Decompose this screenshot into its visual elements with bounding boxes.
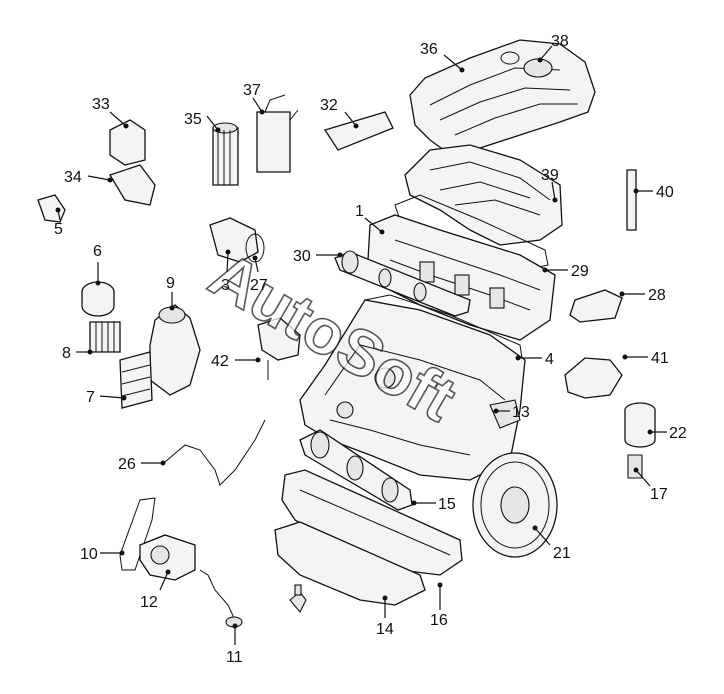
callout-5: 5 <box>54 207 63 238</box>
callout-label: 5 <box>54 221 63 238</box>
callout-38: 38 <box>537 33 569 63</box>
callout-26: 26 <box>118 456 166 473</box>
part-crankshaft <box>299 429 413 511</box>
part-engine-mount <box>109 119 156 206</box>
callout-13: 13 <box>493 404 530 421</box>
callout-12: 12 <box>140 569 171 611</box>
part-fuel-filter <box>212 122 239 186</box>
callout-6: 6 <box>93 243 102 286</box>
part-oil-pan-lower <box>274 521 426 606</box>
callout-30: 30 <box>293 248 343 265</box>
callout-label: 27 <box>250 277 268 294</box>
callout-9: 9 <box>166 275 175 311</box>
callout-label: 10 <box>80 546 98 563</box>
part-pickup-tube <box>199 569 243 628</box>
callout-15: 15 <box>411 496 456 513</box>
part-rocker-bracket <box>569 289 623 323</box>
callout-label: 35 <box>184 111 202 128</box>
callout-label: 30 <box>293 248 311 265</box>
callout-label: 33 <box>92 96 110 113</box>
part-sensor <box>37 194 66 223</box>
callout-label: 3 <box>221 277 230 294</box>
part-cylinder-head <box>367 214 556 341</box>
callout-10: 10 <box>80 546 125 563</box>
callout-label: 13 <box>512 404 530 421</box>
callout-33: 33 <box>92 96 129 129</box>
callout-label: 38 <box>551 33 569 50</box>
part-belt <box>119 497 156 571</box>
part-oil-cooler <box>119 351 153 409</box>
part-oil-filter-housing <box>149 304 201 396</box>
part-camshaft <box>334 250 471 317</box>
part-block-bracket <box>489 399 521 429</box>
part-thermostat-housing <box>257 317 301 380</box>
callout-14: 14 <box>376 595 394 638</box>
callout-4: 4 <box>515 351 554 368</box>
callout-11: 11 <box>226 623 243 666</box>
callout-17: 17 <box>633 467 668 503</box>
callout-label: 32 <box>320 97 338 114</box>
callout-label: 21 <box>553 545 571 562</box>
callout-21: 21 <box>532 525 571 562</box>
callout-41: 41 <box>622 350 669 367</box>
callout-label: 7 <box>86 389 95 406</box>
callout-29: 29 <box>542 263 589 280</box>
callout-label: 1 <box>355 203 364 220</box>
part-oil-pan-upper <box>281 469 463 576</box>
callout-36: 36 <box>420 41 465 73</box>
callout-22: 22 <box>647 425 687 442</box>
callout-label: 8 <box>62 345 71 362</box>
callout-28: 28 <box>619 287 666 304</box>
callout-label: 26 <box>118 456 136 473</box>
part-coolant-pipe <box>164 419 266 486</box>
callout-label: 37 <box>243 82 261 99</box>
callout-label: 41 <box>651 350 669 367</box>
callout-39: 39 <box>541 167 559 203</box>
callout-label: 39 <box>541 167 559 184</box>
callout-8: 8 <box>62 345 93 362</box>
callout-label: 36 <box>420 41 438 58</box>
callout-7: 7 <box>86 389 127 406</box>
part-oil-filter-cartridge <box>624 402 656 448</box>
callout-label: 40 <box>656 184 674 201</box>
part-filter-cap <box>81 281 115 317</box>
callout-label: 6 <box>93 243 102 260</box>
callout-label: 17 <box>650 486 668 503</box>
part-vacuum-pump <box>564 357 623 399</box>
callout-37: 37 <box>243 82 265 115</box>
callout-32: 32 <box>320 97 359 129</box>
part-fuel-rail <box>323 111 394 151</box>
callout-label: 22 <box>669 425 687 442</box>
part-engine-block <box>299 299 526 481</box>
callout-label: 34 <box>64 169 82 186</box>
callout-16: 16 <box>430 582 448 629</box>
callout-42: 42 <box>211 353 261 370</box>
part-valve-cover <box>404 144 563 246</box>
part-engine-cover <box>409 39 596 159</box>
callout-1: 1 <box>355 203 385 235</box>
callout-label: 9 <box>166 275 175 292</box>
callout-label: 4 <box>545 351 554 368</box>
callout-35: 35 <box>184 111 221 133</box>
callout-34: 34 <box>64 169 113 186</box>
part-glow-plug <box>626 169 637 231</box>
callout-40: 40 <box>633 184 674 201</box>
callout-label: 16 <box>430 612 448 629</box>
part-water-pump <box>209 217 265 263</box>
part-flywheel <box>472 452 558 558</box>
part-filter-element <box>89 321 121 353</box>
callout-label: 29 <box>571 263 589 280</box>
callout-label: 12 <box>140 594 158 611</box>
part-drain-plug <box>289 584 307 613</box>
part-fuel-filter-housing <box>256 94 299 173</box>
callout-label: 14 <box>376 621 394 638</box>
callout-label: 28 <box>648 287 666 304</box>
callout-3: 3 <box>221 249 231 294</box>
callout-label: 15 <box>438 496 456 513</box>
part-oil-pump <box>139 534 196 581</box>
callout-label: 42 <box>211 353 229 370</box>
callout-27: 27 <box>250 255 268 294</box>
callout-label: 11 <box>226 649 243 666</box>
